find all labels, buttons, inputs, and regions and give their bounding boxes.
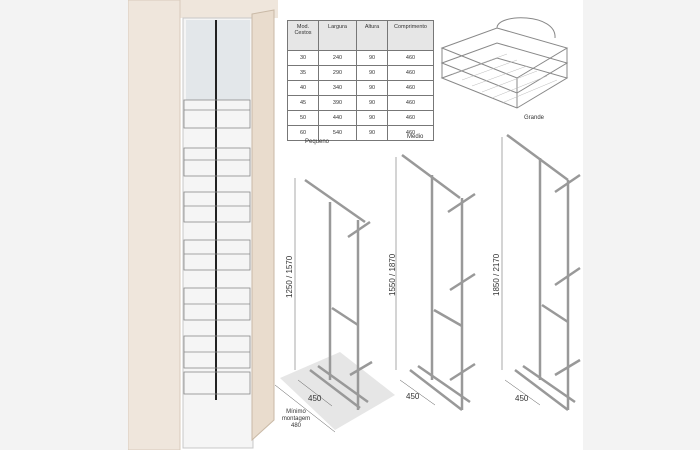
cell: 460	[387, 125, 434, 141]
cell: 460	[387, 80, 434, 96]
cell: 460	[387, 110, 434, 126]
height-grande: 1850 / 2170	[492, 253, 501, 296]
cell: 460	[387, 95, 434, 111]
spec-table: Mod. Cestos Largura Altura Comprimento 3…	[287, 20, 434, 141]
cell: 40	[287, 80, 319, 96]
cell: 440	[318, 110, 357, 126]
cell: 290	[318, 65, 357, 81]
cell: 390	[318, 95, 357, 111]
cell: 460	[387, 50, 434, 66]
header-comprimento: Comprimento	[387, 20, 434, 51]
minimum-mounting-note: Mínimo montagem 480	[278, 409, 314, 430]
note-line: montagem	[281, 416, 311, 422]
cell: 90	[356, 80, 388, 96]
cell: 240	[318, 50, 357, 66]
width-pequeno: 450	[308, 394, 322, 403]
header-largura: Largura	[318, 20, 357, 51]
cell: 50	[287, 110, 319, 126]
cell: 340	[318, 80, 357, 96]
header-altura: Altura	[356, 20, 388, 51]
basket-image	[440, 17, 569, 109]
cell: 45	[287, 95, 319, 111]
note-line: Mínimo	[286, 409, 306, 415]
width-grande: 450	[515, 394, 529, 403]
pull-out-diagrams	[274, 133, 581, 433]
cell: 30	[287, 50, 319, 66]
cell: 35	[287, 65, 319, 81]
note-line: 480	[290, 423, 301, 429]
header-mod: Mod. Cestos	[287, 20, 319, 51]
cell: 90	[356, 65, 388, 81]
label-medio: Médio	[407, 134, 424, 140]
height-pequeno: 1250 / 1570	[285, 255, 294, 298]
cell: 90	[356, 110, 388, 126]
width-medio: 450	[406, 392, 420, 401]
height-medio: 1550 / 1870	[388, 253, 397, 296]
cabinet-illustration	[128, 0, 278, 450]
cell: 90	[356, 50, 388, 66]
cell: 90	[356, 95, 388, 111]
table-header-row: Mod. Cestos Largura Altura Comprimento	[287, 20, 434, 51]
label-pequeno: Pequeno	[305, 139, 330, 145]
label-grande: Grande	[524, 115, 545, 121]
cell: 460	[387, 65, 434, 81]
